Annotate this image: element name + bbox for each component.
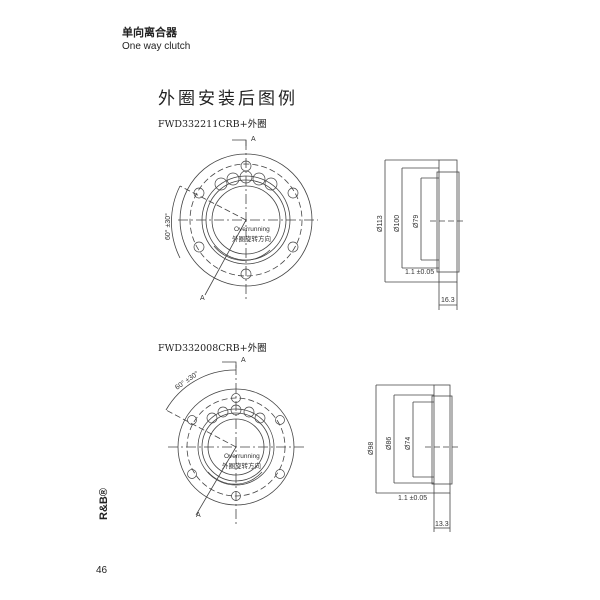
figure-1-model: FWD332211CRB+外圈 [158, 119, 267, 130]
figure-2-side-view [375, 384, 460, 532]
figure-1-dim-inner: Ø79 [413, 215, 420, 228]
figure-2-dim-width: 13.3 [435, 521, 449, 528]
figure-1-dim-outer: Ø113 [377, 215, 384, 232]
brand-logo: R&B® [98, 488, 110, 520]
figure-2-angle-label: 60° ±30° [174, 370, 201, 392]
figure-1-dim-mid: Ø100 [394, 215, 401, 232]
figure-2-front-view [165, 361, 306, 525]
figure-1-angle-label: 60° ±30° [164, 213, 172, 240]
figure-1-dim-gap: 1.1 ±0.05 [405, 269, 434, 276]
figure-1-direction-label: 外圈旋转方向 [232, 234, 271, 243]
figure-2-model: FWD332008CRB+外圈 [158, 343, 267, 354]
figure-2-direction-label: 外圈旋转方向 [222, 461, 261, 470]
figure-1-side-view [384, 159, 466, 310]
figure-1-front-view [171, 139, 318, 300]
figure-2-section-mark-bottom: A [196, 512, 201, 519]
figure-2-dim-mid: Ø86 [386, 437, 393, 450]
header-title-cn: 单向离合器 [122, 27, 177, 39]
figure-2-dim-inner: Ø74 [405, 437, 412, 450]
figure-1-section-mark-bottom: A [200, 295, 205, 302]
figure-2-dim-gap: 1.1 ±0.05 [398, 495, 427, 502]
figure-2-section-mark-top: A [241, 357, 246, 364]
figure-1-dim-width: 16.3 [441, 297, 455, 304]
figure-2-overrunning-label: Overrunning [224, 453, 260, 460]
page-number: 46 [96, 565, 108, 576]
section-title: 外圈安装后图例 [158, 89, 298, 109]
header-title-en: One way clutch [122, 41, 191, 52]
figure-1-section-mark-top: A [251, 136, 256, 143]
figure-1-overrunning-label: Overrunning [234, 226, 270, 233]
figure-2-dim-outer: Ø98 [368, 442, 375, 455]
